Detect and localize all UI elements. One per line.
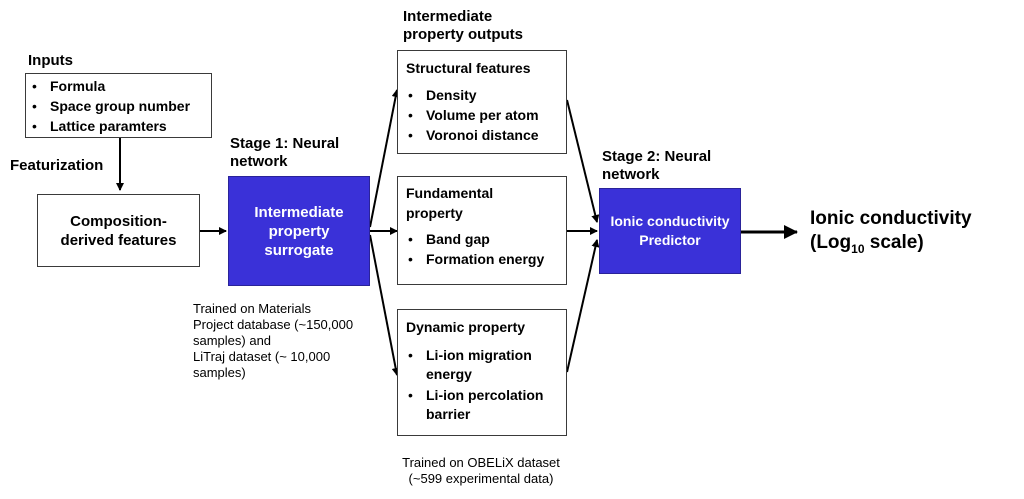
stage1-box-line2: property (268, 222, 330, 240)
stage2-title: Stage 2: Neural network (602, 148, 711, 184)
stage1-title-line2: network (230, 153, 288, 170)
list-item: Voronoi distance (406, 125, 560, 145)
list-item: Formation energy (406, 249, 560, 269)
dynamic-item-line: Li-ion percolation (426, 387, 544, 403)
arrow-stage1-to-dynamic (369, 234, 400, 376)
structural-title: Structural features (406, 60, 531, 76)
dynamic-title: Dynamic property (406, 319, 526, 335)
inputs-title: Inputs (28, 52, 73, 69)
fundamental-list: Band gap Formation energy (406, 229, 560, 269)
intermediate-title-line2: property outputs (403, 26, 523, 43)
composition-features-box: Composition- derived features (37, 194, 200, 267)
stage1-title: Stage 1: Neural network (230, 135, 339, 171)
dynamic-item-line: Li-ion migration (426, 347, 532, 363)
list-item: Li-ion migration energy (406, 346, 560, 384)
note-line: Project database (~150,000 (193, 317, 354, 332)
note-line: (~599 experimental data) (408, 471, 554, 486)
dynamic-item-line: barrier (426, 406, 471, 422)
note-line: Trained on OBELiX dataset (402, 455, 560, 470)
stage1-box-line1: Intermediate (254, 203, 344, 221)
list-item: Formula (30, 76, 207, 96)
note-line: LiTraj dataset (~ 10,000 (193, 349, 331, 364)
fundamental-property-box: Fundamental property Band gap Formation … (397, 176, 567, 285)
list-item: Density (406, 85, 560, 105)
stage1-surrogate-box: Intermediate property surrogate (228, 176, 370, 286)
dynamic-item-line: energy (426, 366, 472, 382)
inputs-list: Formula Space group number Lattice param… (30, 76, 207, 136)
list-item: Lattice paramters (30, 116, 207, 136)
output-paren: ( (810, 232, 817, 253)
stage1-box-line3: surrogate (264, 241, 334, 259)
note-line: samples) and (193, 333, 272, 348)
intermediate-title-line1: Intermediate (403, 8, 493, 25)
arrow-stage1-to-structural (369, 89, 400, 228)
output-line1: Ionic conductivity (810, 208, 972, 229)
output-line2: (Log10 scale) (810, 231, 972, 261)
list-item: Volume per atom (406, 105, 560, 125)
structural-list: Density Volume per atom Voronoi distance (406, 85, 560, 145)
inputs-box: Formula Space group number Lattice param… (25, 73, 212, 138)
stage1-title-line1: Stage 1: Neural (230, 135, 340, 152)
stage2-title-line1: Stage 2: Neural (602, 148, 712, 165)
fundamental-title-line2: property (406, 205, 463, 221)
obelix-training-note: Trained on OBELiX dataset (~599 experime… (391, 455, 571, 487)
stage2-box-line1: Ionic conductivity (610, 213, 730, 229)
output-label: Ionic conductivity (Log10 scale) (810, 207, 972, 261)
note-line: samples) (193, 365, 246, 380)
stage2-box-line2: Predictor (639, 232, 701, 248)
stage2-predictor-box: Ionic conductivity Predictor (599, 188, 741, 274)
structural-features-box: Structural features Density Volume per a… (397, 50, 567, 154)
list-item: Band gap (406, 229, 560, 249)
arrow-structural-to-stage2 (566, 99, 600, 223)
list-item: Li-ion percolation barrier (406, 386, 560, 424)
dynamic-list: Li-ion migration energy Li-ion percolati… (406, 346, 560, 424)
composition-line1: Composition- (70, 212, 167, 230)
composition-line2: derived features (60, 231, 177, 249)
fundamental-title-line1: Fundamental (406, 185, 494, 201)
stage2-title-line2: network (602, 166, 660, 183)
output-scale: scale) (864, 232, 924, 253)
stage1-training-note: Trained on Materials Project database (~… (193, 301, 353, 381)
intermediate-title: Intermediate property outputs (403, 8, 523, 44)
arrow-dynamic-to-stage2 (566, 239, 600, 373)
list-item: Space group number (30, 96, 207, 116)
fundamental-title: Fundamental property (406, 183, 560, 223)
dynamic-property-box: Dynamic property Li-ion migration energy… (397, 309, 567, 436)
featurization-label: Featurization (10, 157, 104, 174)
output-log: Log (816, 232, 852, 253)
note-line: Trained on Materials (193, 301, 312, 316)
output-subscript: 10 (851, 241, 865, 256)
